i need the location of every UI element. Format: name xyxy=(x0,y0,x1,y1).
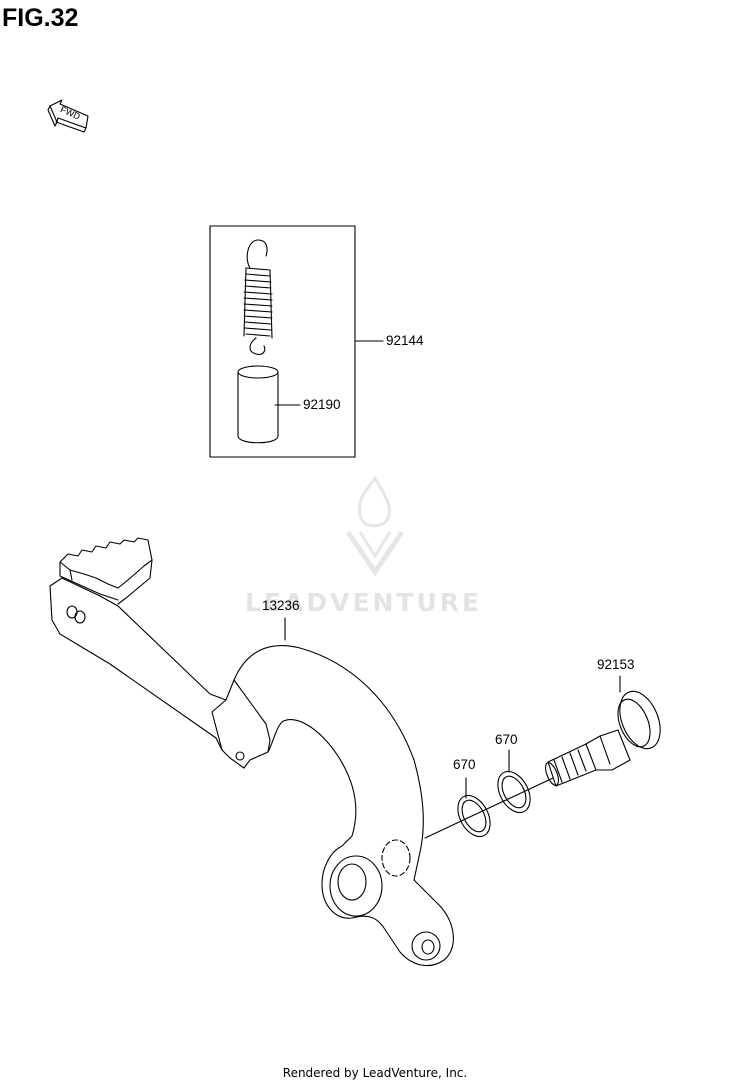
kit-box-frame xyxy=(209,225,356,458)
part-label-13236: 13236 xyxy=(262,598,300,613)
part-label-92153: 92153 xyxy=(597,657,635,672)
pivot-bolt xyxy=(544,690,661,787)
footer-credit: Rendered by LeadVenture, Inc. xyxy=(282,1066,468,1080)
fwd-arrow-icon xyxy=(47,99,89,133)
brake-pedal xyxy=(49,537,454,967)
o-ring-inner xyxy=(457,794,491,838)
collar xyxy=(237,365,279,444)
part-label-92190: 92190 xyxy=(303,397,341,412)
watermark-text: LEADVENTURE xyxy=(245,588,483,617)
part-label-670-inner: 670 xyxy=(453,757,476,772)
assembly-axis-line xyxy=(424,777,554,839)
part-label-670-outer: 670 xyxy=(495,732,518,747)
part-label-92144: 92144 xyxy=(386,333,424,348)
return-spring xyxy=(243,239,273,355)
o-ring-outer xyxy=(497,770,531,814)
figure-title: FIG.32 xyxy=(2,4,79,32)
